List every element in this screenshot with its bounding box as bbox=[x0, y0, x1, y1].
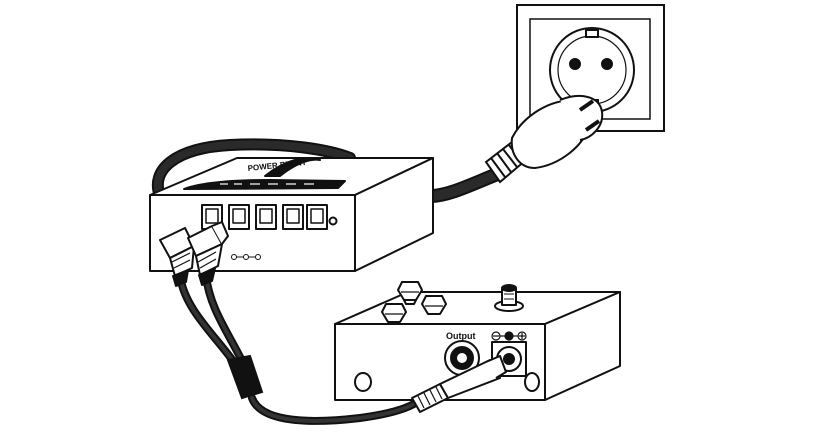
plug-face bbox=[559, 95, 604, 141]
dc-jack-5 bbox=[306, 204, 328, 230]
socket-hole-left bbox=[569, 58, 581, 70]
pedal-polarity-icon bbox=[491, 331, 527, 341]
y-splitter-icon bbox=[226, 354, 424, 425]
pedal-dc-plug bbox=[411, 355, 507, 413]
pedal-output-jack bbox=[444, 340, 480, 376]
psu-top-stripe bbox=[183, 179, 346, 190]
dc-jack-4 bbox=[282, 204, 304, 230]
pedal-foot-left bbox=[354, 372, 372, 392]
socket-hole-right bbox=[601, 58, 613, 70]
pedal-foot-right bbox=[524, 372, 540, 392]
pedal-knob-1 bbox=[397, 281, 423, 305]
pedal-knob-3 bbox=[381, 303, 407, 323]
mains-power-cord bbox=[425, 168, 502, 203]
pedal-output-label: Output bbox=[446, 331, 476, 341]
psu-side-face bbox=[354, 157, 434, 272]
socket-earth-clip-top bbox=[585, 29, 599, 38]
schuko-plug-icon bbox=[484, 95, 604, 184]
psu-dc-output-jacks bbox=[201, 204, 328, 230]
pedal-side-face bbox=[544, 291, 621, 401]
psu-logo-swoosh bbox=[264, 157, 321, 177]
psu-led-indicator bbox=[328, 216, 338, 226]
dc-jack-2 bbox=[228, 204, 250, 230]
dc-cable-icon bbox=[176, 272, 248, 369]
plug-pin-bottom bbox=[584, 119, 601, 132]
plug-pin-top bbox=[578, 99, 595, 112]
dc-jack-3 bbox=[255, 204, 277, 230]
psu-polarity-icon bbox=[231, 254, 261, 260]
pedal-footswitch bbox=[494, 284, 524, 312]
pedal-knob-2 bbox=[421, 295, 447, 315]
dc-right-angle-plug-2 bbox=[187, 221, 229, 286]
